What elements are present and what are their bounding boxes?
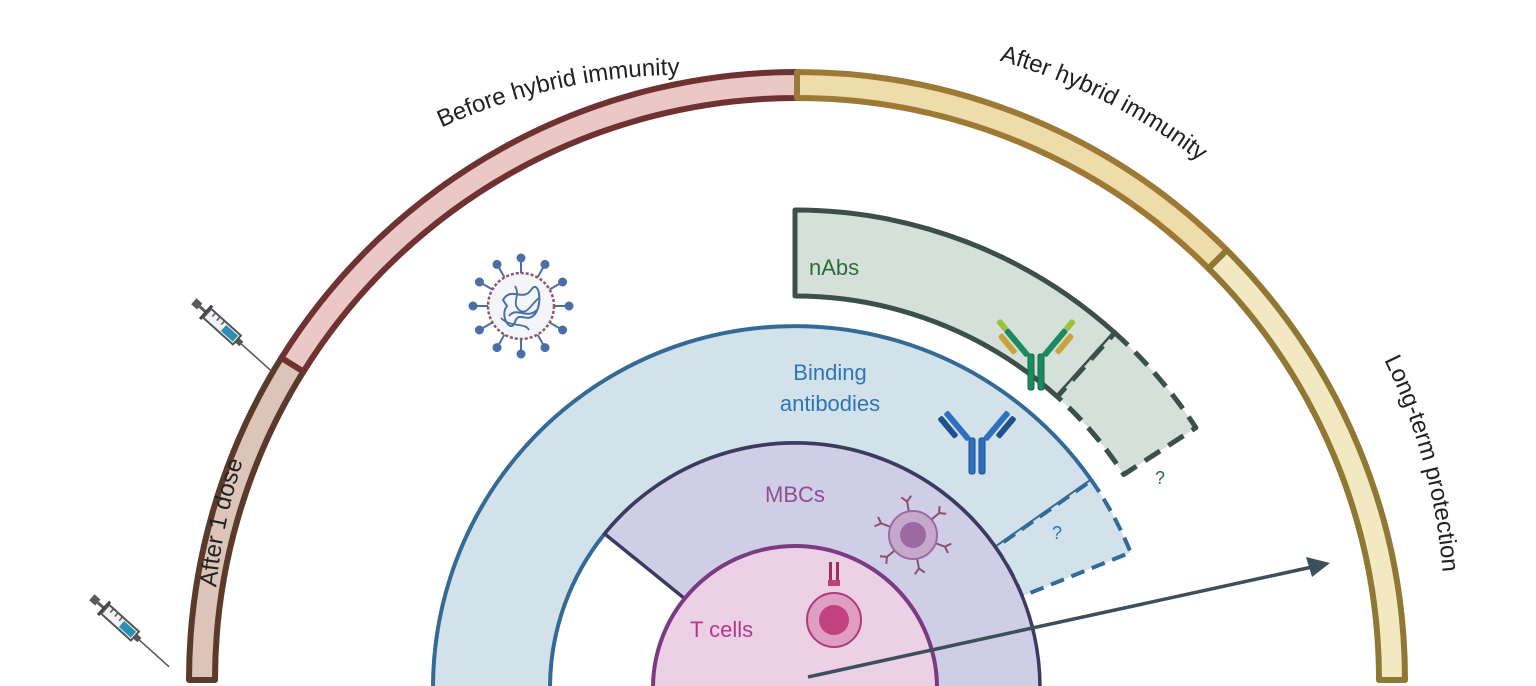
- arrow-icon: [807, 557, 1330, 679]
- syringe-icon: [89, 594, 170, 668]
- t-cell-icon: [806, 562, 862, 648]
- long-term-segment: [1205, 247, 1408, 683]
- memory-b-cell-icon: [874, 495, 952, 575]
- binding-antibodies-label-line1: Binding: [793, 360, 866, 385]
- nabs-label: nAbs: [809, 255, 859, 280]
- label-after-1-dose: After 1 dose: [195, 455, 248, 589]
- antibody-icon: [996, 319, 1076, 391]
- virus-icon: [468, 253, 574, 359]
- outer-timeline-ring: [186, 69, 1408, 683]
- binding-unknown-label: ?: [1052, 523, 1062, 543]
- t-cells-region: [651, 544, 939, 686]
- t-cells-label: T cells: [690, 617, 753, 642]
- binding-antibodies-label-line2: antibodies: [780, 391, 880, 416]
- nabs-unknown-label: ?: [1155, 468, 1165, 488]
- nabs-unknown-box: [1054, 330, 1199, 477]
- mbcs-label: MBCs: [765, 482, 825, 507]
- antibody-icon: [938, 410, 1016, 475]
- syringe-icon: [191, 298, 272, 372]
